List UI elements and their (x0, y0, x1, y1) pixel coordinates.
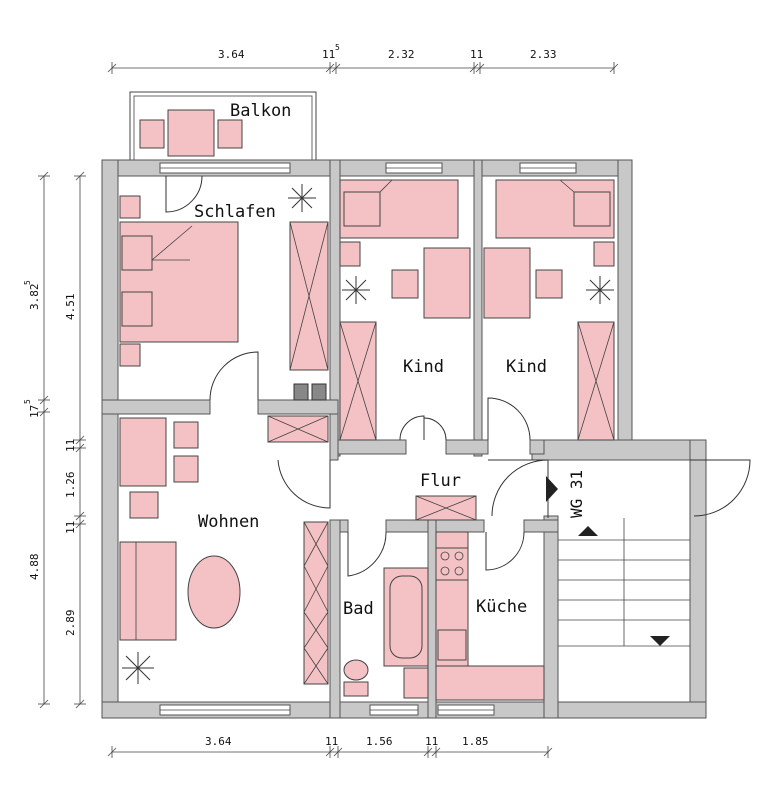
pillow-right (121, 291, 153, 327)
bedroom-furniture: Schlafen (119, 184, 329, 401)
balcony-chair-right (217, 119, 243, 149)
toilet-tank (343, 681, 369, 697)
bathroom-fixtures: Bad (343, 567, 429, 699)
coffee-table (187, 555, 241, 629)
child-room-1-furniture: Kind (339, 179, 471, 441)
dim-bottom-3: 1.56 (366, 735, 393, 748)
pillow-left (121, 235, 153, 271)
pillow-kind-1 (343, 191, 381, 227)
dim-bottom-2: 11 (325, 735, 338, 748)
dim-left-inner-4: 11 (64, 521, 77, 534)
kitchen-sink (437, 629, 467, 661)
staircase: WG 31 (546, 470, 690, 647)
top-dimension-chain: 3.64 11 5 2.32 11 2.33 (107, 43, 619, 74)
living-room-furniture: Wohnen (119, 415, 329, 685)
plant-icon (342, 276, 370, 304)
dim-top-3: 2.32 (388, 48, 415, 61)
room-label-bad: Bad (343, 599, 374, 619)
toilet-bowl (343, 659, 369, 681)
bathtub-basin (389, 575, 423, 659)
side-chair-1 (173, 421, 199, 449)
kitchen-fixtures: Küche (435, 531, 545, 701)
balcony: Balkon (129, 91, 317, 161)
stair-up-arrow-icon (578, 526, 598, 536)
dim-left-outer-1: 3.82 (28, 284, 41, 311)
stair-label-wg31: WG 31 (567, 470, 586, 518)
bottom-dimension-chain: 3.64 11 1.56 11 1.85 (107, 735, 553, 758)
nightstand-kind-1 (339, 241, 361, 267)
nightstand-kind-2 (593, 241, 615, 267)
washbasin (403, 667, 429, 699)
dim-left-outer-2: 17 (28, 405, 41, 418)
dim-top-2-sup: 5 (335, 43, 340, 52)
windows (159, 162, 577, 716)
dim-bottom-4: 11 (425, 735, 438, 748)
nightstand-bottom (119, 343, 141, 367)
plant-icon (586, 276, 614, 304)
dim-left-outer-2-sup: 5 (23, 399, 32, 404)
nightstand-top (119, 195, 141, 219)
chimney-vent-left (293, 383, 309, 401)
kitchen-bench (435, 665, 545, 701)
hallway: Flur (415, 471, 477, 521)
dim-top-1: 3.64 (218, 48, 245, 61)
dim-left-inner-1: 4.51 (64, 294, 77, 321)
dim-left-inner-3: 1.26 (64, 472, 77, 499)
room-label-balkon: Balkon (230, 101, 291, 121)
stair-down-arrow-icon (650, 636, 670, 646)
desk-kind-1 (423, 247, 471, 319)
room-label-wohnen: Wohnen (198, 512, 259, 532)
pillow-kind-2 (573, 191, 611, 227)
dim-top-5: 2.33 (530, 48, 557, 61)
room-label-kueche: Küche (476, 597, 527, 617)
dim-bottom-1: 3.64 (205, 735, 232, 748)
plant-icon (288, 184, 316, 212)
chimney-vent-right (311, 383, 327, 401)
dim-left-inner-2: 11 (64, 439, 77, 452)
dim-bottom-5: 1.85 (462, 735, 489, 748)
entrance-arrow-icon (546, 476, 558, 502)
plant-icon (122, 652, 154, 684)
dim-left-outer-3: 4.88 (28, 554, 41, 581)
dim-left-inner-5: 2.89 (64, 610, 77, 637)
balcony-table (167, 109, 215, 157)
balcony-chair-left (139, 119, 165, 149)
chair-kind-1 (391, 269, 419, 299)
side-chair-2 (173, 455, 199, 483)
chair-kind-2 (535, 269, 563, 299)
room-label-schlafen: Schlafen (194, 202, 276, 222)
stove (435, 547, 469, 581)
room-label-kind-1: Kind (403, 357, 444, 377)
wall-unit (303, 521, 329, 685)
room-label-kind-2: Kind (506, 357, 547, 377)
dim-left-outer-1-sup: 5 (23, 280, 32, 285)
dim-top-4: 11 (470, 48, 483, 61)
sofa (119, 541, 177, 641)
left-dimension-chains: 3.82 5 17 5 4.88 4.51 11 1.26 11 2.89 (23, 171, 86, 709)
dim-top-2: 11 (322, 48, 335, 61)
armchair-top (119, 417, 167, 487)
desk-kind-2 (483, 247, 531, 319)
child-room-2-furniture: Kind (483, 179, 615, 441)
room-label-flur: Flur (420, 471, 461, 491)
stool (129, 491, 159, 519)
